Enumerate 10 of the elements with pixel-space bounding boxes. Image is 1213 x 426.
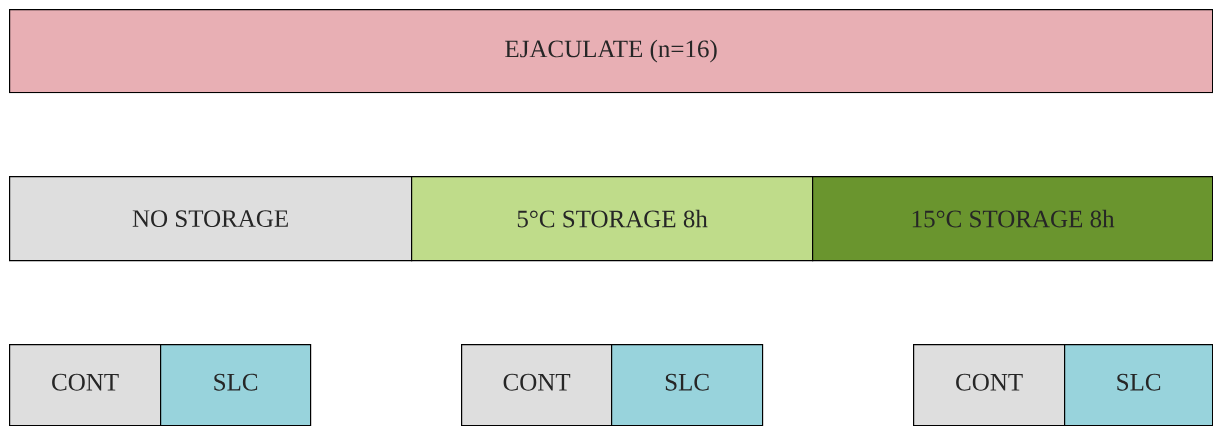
group-box: SLC [611, 344, 764, 426]
condition-box: NO STORAGE [9, 176, 413, 262]
condition-box: 5°C STORAGE 8h [411, 176, 814, 262]
sample-box: EJACULATE (n=16) [9, 9, 1213, 94]
group-box: SLC [160, 344, 312, 426]
condition-box: 15°C STORAGE 8h [812, 176, 1213, 262]
group-box: CONT [913, 344, 1066, 426]
group-box: CONT [9, 344, 162, 426]
group-box: SLC [1064, 344, 1213, 426]
group-box: CONT [461, 344, 613, 426]
